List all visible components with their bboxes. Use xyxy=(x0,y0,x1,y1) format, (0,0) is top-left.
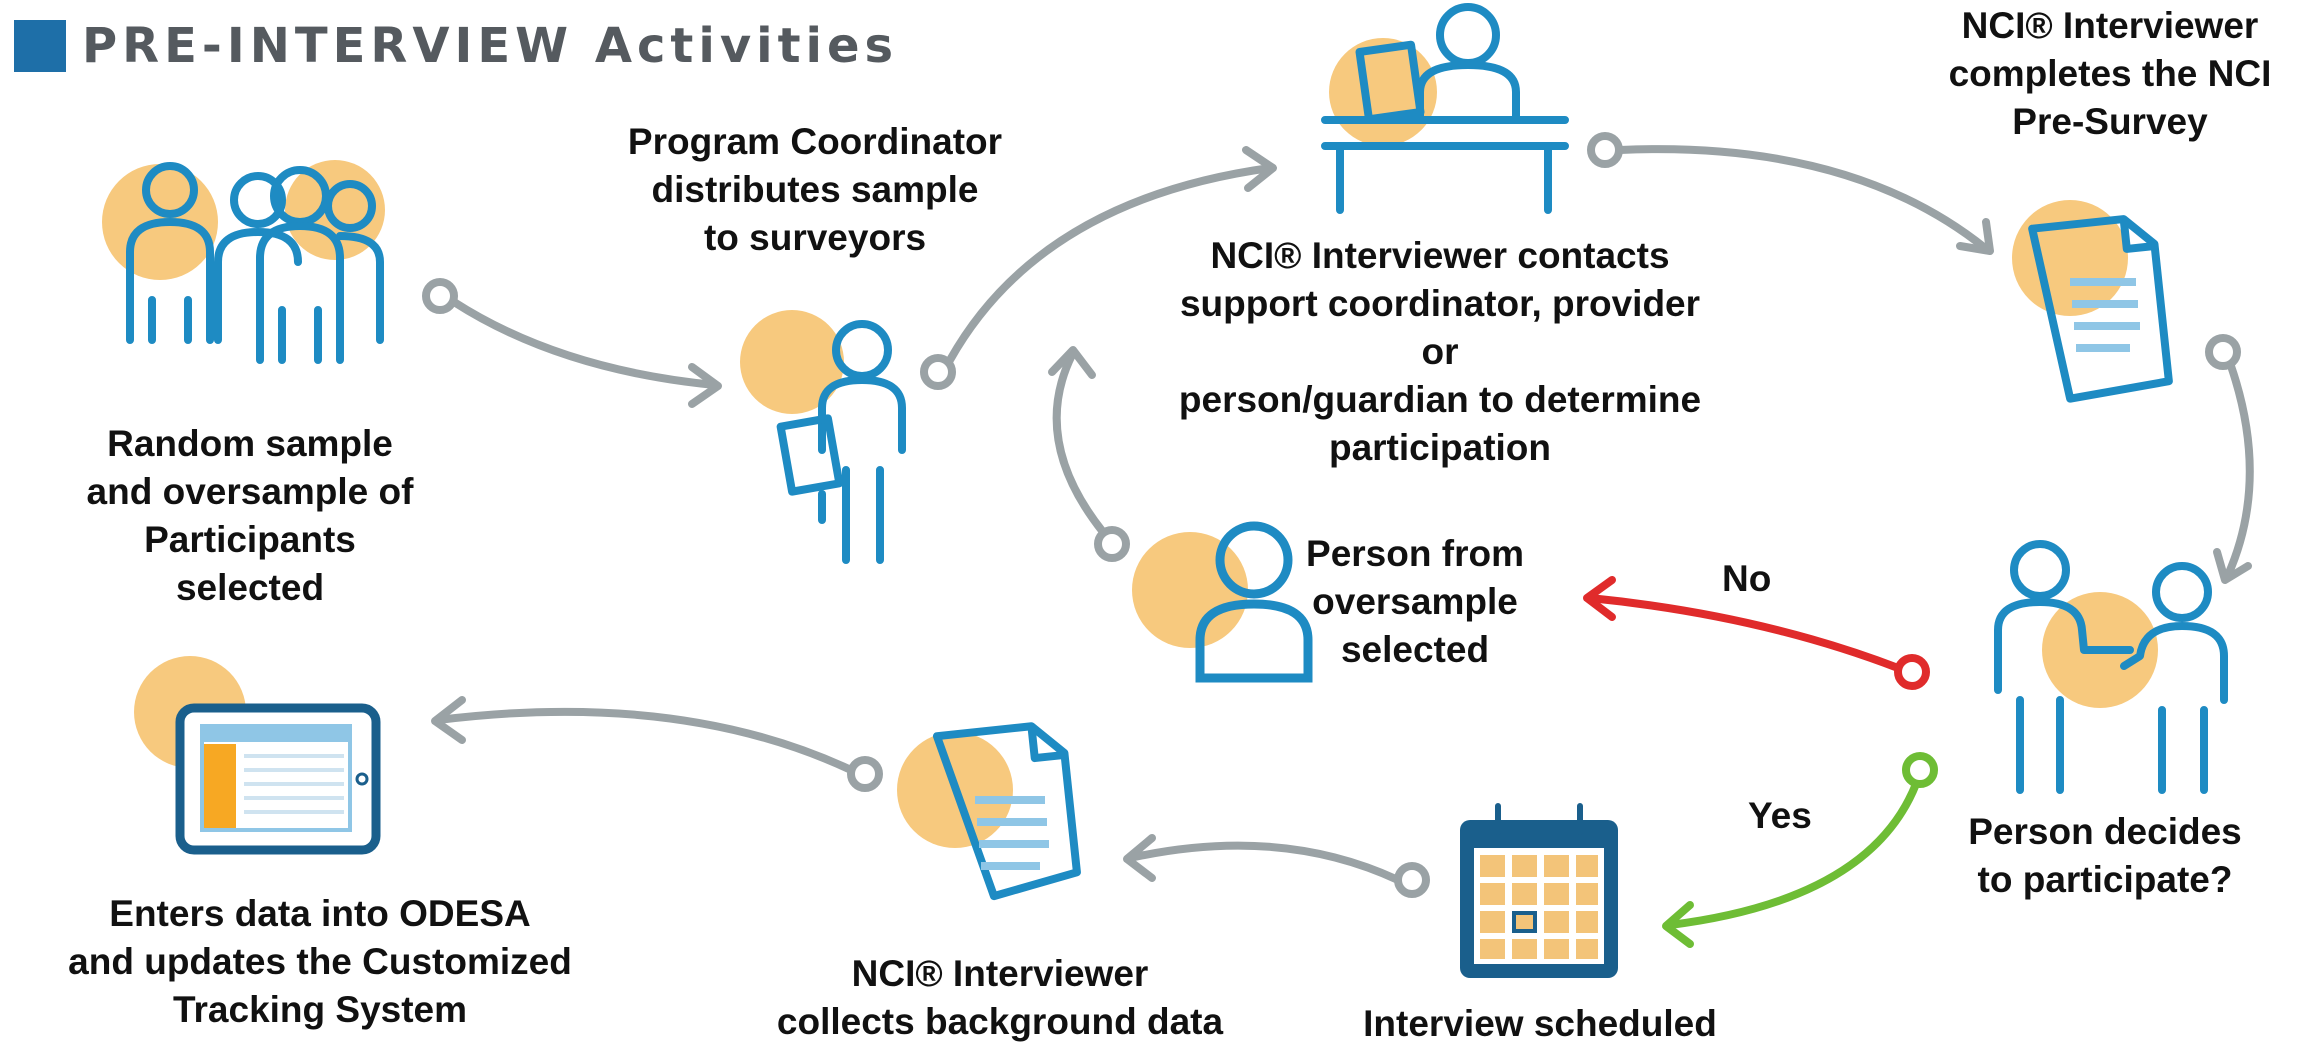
step-contacts: NCI® Interviewer contacts support coordi… xyxy=(1178,235,1702,468)
calendar-icon xyxy=(1460,803,1618,978)
arrow-oversample-to-contacts xyxy=(1048,346,1130,562)
step-pre-survey: NCI® Interviewer completes the NCI Pre-S… xyxy=(1948,5,2272,142)
step-random-sample: Random sample and oversample of Particip… xyxy=(86,423,414,608)
person-with-clipboard-icon xyxy=(740,310,906,564)
person-at-desk-icon xyxy=(1321,3,1569,214)
arrow-scheduled-to-background xyxy=(1123,834,1430,898)
step-scheduled: Interview scheduled xyxy=(1363,1003,1717,1044)
arrow-sample-to-coordinator xyxy=(422,278,722,408)
tablet-icon xyxy=(134,656,381,855)
arrow-background-to-odesa xyxy=(431,696,883,792)
page-title: PRE-INTERVIEW Activities xyxy=(82,18,899,74)
title-square xyxy=(14,20,66,72)
step-background: NCI® Interviewer collects background dat… xyxy=(776,953,1224,1042)
arrow-coordinator-to-contacts xyxy=(920,146,1277,390)
step-program-coordinator: Program Coordinator distributes sample t… xyxy=(627,121,1003,258)
decision-no-label: No xyxy=(1722,558,1772,599)
step-oversample: Person from oversample selected xyxy=(1306,533,1524,670)
arrow-contacts-to-presurvey xyxy=(1587,132,1994,255)
arrow-presurvey-to-decides xyxy=(2205,334,2254,584)
step-decides: Person decides to participate? xyxy=(1968,811,2242,900)
document-icon xyxy=(897,722,1081,901)
arrow-yes xyxy=(1662,752,1938,948)
step-odesa: Enters data into ODESA and updates the C… xyxy=(68,893,572,1030)
person-icon xyxy=(1132,521,1313,683)
arrow-no xyxy=(1583,576,1930,690)
document-icon xyxy=(2012,200,2173,403)
title-bar: PRE-INTERVIEW Activities xyxy=(14,18,898,74)
group-of-people-icon xyxy=(102,160,385,364)
two-people-handshake-icon xyxy=(1994,540,2228,794)
decision-yes-label: Yes xyxy=(1748,795,1812,836)
